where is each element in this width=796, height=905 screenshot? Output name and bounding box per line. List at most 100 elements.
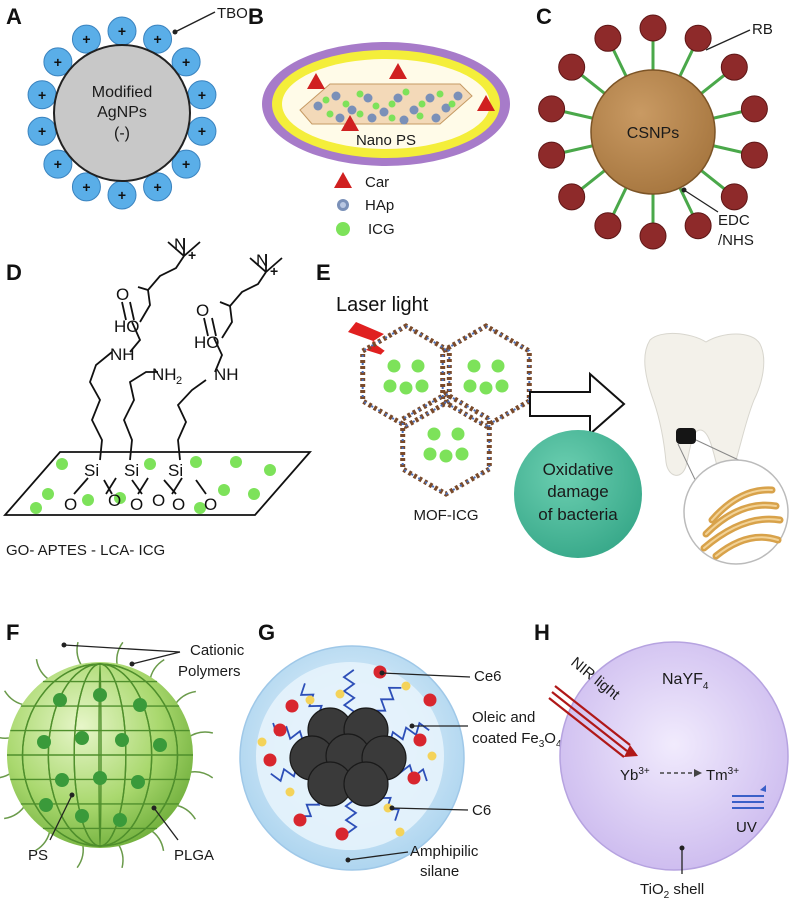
panel-f-sphere-grid [7, 663, 193, 847]
hap-particle [313, 101, 323, 111]
ps-dot [93, 688, 107, 702]
icg-dot [451, 427, 465, 441]
panel-c-rb-linkers [538, 14, 768, 250]
panel-d-n-left: N [174, 235, 186, 254]
panel-b-letter: B [248, 4, 264, 29]
panel-g-amph-pointer-dot [345, 857, 351, 863]
panel-f-pointer-dot-b [129, 661, 135, 667]
panel-d-letter: D [6, 260, 22, 285]
c6-dot [257, 737, 267, 747]
panel-a-core-line1: Modified [92, 84, 152, 101]
edc-nhs-linker [698, 168, 729, 194]
icg-dot [387, 359, 401, 373]
panel-g-oleic-line1: Oleic and [472, 709, 535, 726]
panel-c-rb-pointer [705, 29, 751, 51]
panel-d-molecular-chains [73, 238, 283, 495]
panel-e-laser-bolt-icon [348, 322, 398, 360]
icg-dot [491, 359, 505, 373]
rb-bead [538, 141, 566, 169]
panel-g-oleic-line2: coated Fe3O4 [472, 730, 562, 750]
edc-nhs-linker [577, 168, 608, 194]
positive-charge-icon: + [38, 87, 46, 103]
panel-g-amph-pointer [347, 851, 409, 861]
carvacrol-triangle [307, 73, 325, 89]
icg-particle [388, 100, 396, 108]
icg-particle [326, 110, 334, 118]
panel-f-plga-pointer [153, 807, 179, 841]
panel-e-arrow-icon [529, 371, 626, 437]
panel-d-go-sheet [3, 451, 312, 516]
panel-a-agnp-core [53, 44, 191, 182]
panel-d-nh2: NH [152, 365, 177, 384]
panel-c-rb-label: RB [752, 21, 773, 38]
icg-dot [455, 447, 469, 461]
c6-dot [401, 681, 411, 691]
panel-h-shell-pointer-dot [679, 845, 685, 851]
panel-e-oxidative-line3: of bacteria [538, 505, 618, 524]
panel-d-o-right: O [196, 301, 209, 320]
icg-dot [264, 464, 276, 476]
icg-dot [383, 379, 397, 393]
icg-dot [144, 458, 156, 470]
panel-d-si-2: Si [124, 461, 139, 480]
c6-dot [285, 787, 295, 797]
positive-charge-icon: + [118, 23, 126, 39]
panel-b-icg-particles [322, 88, 456, 122]
icg-dot [248, 488, 260, 500]
panel-g: G Ce6 Oleic and coated Fe3O4 C6 Amphipil… [239, 620, 562, 880]
panel-f-ps-pointer [49, 794, 73, 841]
ce6-dot [423, 693, 437, 707]
icg-dot [463, 379, 477, 393]
rb-bead [639, 222, 667, 250]
ps-dot [53, 693, 67, 707]
panel-h-yb-label: Yb3+ [620, 766, 650, 784]
c6-dot [383, 803, 393, 813]
panel-g-ce6-pointer [381, 672, 471, 678]
positive-charge-icon: + [198, 123, 206, 139]
panel-b-nano-ps-label: Nano PS [356, 132, 416, 149]
ps-dot [115, 733, 129, 747]
panel-d-o-5: O [172, 495, 185, 514]
rb-bead [594, 212, 622, 240]
bacterium-highlight [705, 504, 777, 535]
panel-d-ho-left: HO [114, 317, 140, 336]
panel-e-oxidative-bubble [514, 430, 642, 558]
icg-dot [42, 488, 54, 500]
panel-h-nir-beam [548, 685, 631, 758]
hap-particle [335, 113, 345, 123]
ps-dot [75, 731, 89, 745]
panel-h-letter: H [534, 620, 550, 645]
icg-dot [218, 484, 230, 496]
rb-bead [740, 95, 768, 123]
ps-dot [133, 698, 147, 712]
panel-g-c6-dots [257, 681, 437, 837]
panel-h-nir-arrowhead [624, 745, 638, 757]
panel-d-si-1: Si [84, 461, 99, 480]
ce6-dot [285, 699, 299, 713]
legend-hap-icon [337, 199, 349, 211]
oleic-chain [388, 721, 430, 745]
panel-c-csnp-core [590, 69, 716, 195]
panel-e-tooth-icon [644, 333, 765, 476]
panel-e-bacteria-icon [700, 486, 784, 560]
icg-dot [230, 456, 242, 468]
panel-c-edc-pointer [683, 189, 719, 213]
ps-dot [131, 775, 145, 789]
tbo-bead [171, 47, 201, 77]
icg-particle [322, 96, 330, 104]
positive-charge-icon: + [54, 54, 62, 70]
panel-c-edc-line2: /NHS [718, 232, 754, 249]
mof-linker [361, 324, 451, 428]
hap-particle [425, 93, 435, 103]
hap-particle [431, 113, 441, 123]
panel-g-oleic-pointer-dot [409, 723, 415, 729]
panel-g-ce6-pointer-dot [379, 670, 385, 676]
positive-charge-icon: + [38, 123, 46, 139]
edc-nhs-linker [677, 185, 697, 220]
rb-bead [684, 24, 712, 52]
icg-dot [190, 456, 202, 468]
icg-dot [415, 379, 429, 393]
edc-nhs-linker [677, 44, 697, 79]
icg-dot [194, 502, 206, 514]
panel-d-n-right: N [256, 251, 268, 270]
